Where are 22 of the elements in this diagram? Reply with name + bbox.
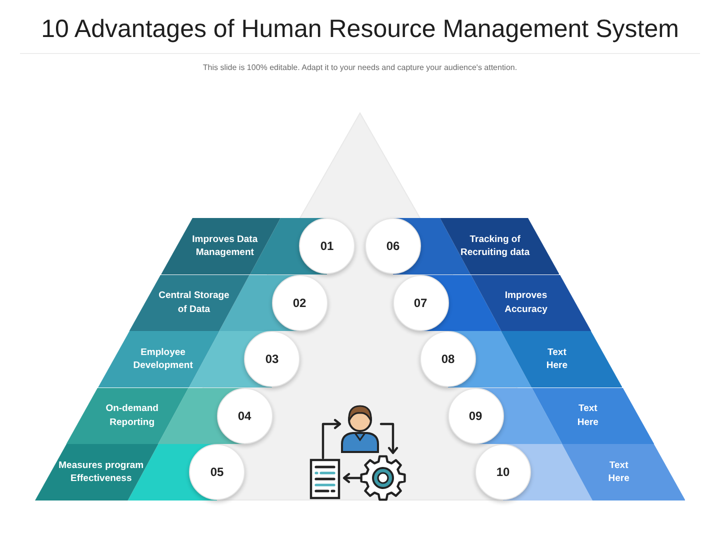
advantage-text: On-demand Reporting bbox=[104, 402, 160, 430]
step-number: 09 bbox=[468, 408, 482, 425]
advantage-text: Improves Accuracy bbox=[504, 289, 548, 316]
step-number: 02 bbox=[292, 294, 306, 312]
advantage-text: Text Here bbox=[545, 346, 569, 373]
advantage-text: Employee Development bbox=[132, 346, 194, 373]
step-number: 01 bbox=[320, 238, 334, 256]
subtitle: This slide is 100% editable. Adapt it to your needs and capture your audience's attention. bbox=[202, 62, 518, 74]
step-number: 08 bbox=[441, 351, 455, 368]
advantage-text: Text Here bbox=[607, 458, 630, 486]
step-number: 03 bbox=[265, 351, 279, 368]
advantage-text: Tracking of Recruiting data bbox=[459, 232, 531, 260]
advantage-text: Measures program Effectiveness bbox=[58, 458, 145, 486]
advantage-text: Central Storage of Data bbox=[158, 289, 230, 316]
step-number: 10 bbox=[496, 464, 510, 482]
step-number: 05 bbox=[210, 464, 224, 482]
advantage-text: Improves Data Management bbox=[191, 232, 259, 260]
step-number: 04 bbox=[238, 408, 252, 425]
advantage-text: Text Here bbox=[576, 402, 600, 430]
step-number: 06 bbox=[386, 238, 400, 256]
step-number: 07 bbox=[414, 294, 428, 312]
title: 10 Advantages of Human Resource Management System bbox=[41, 14, 679, 44]
